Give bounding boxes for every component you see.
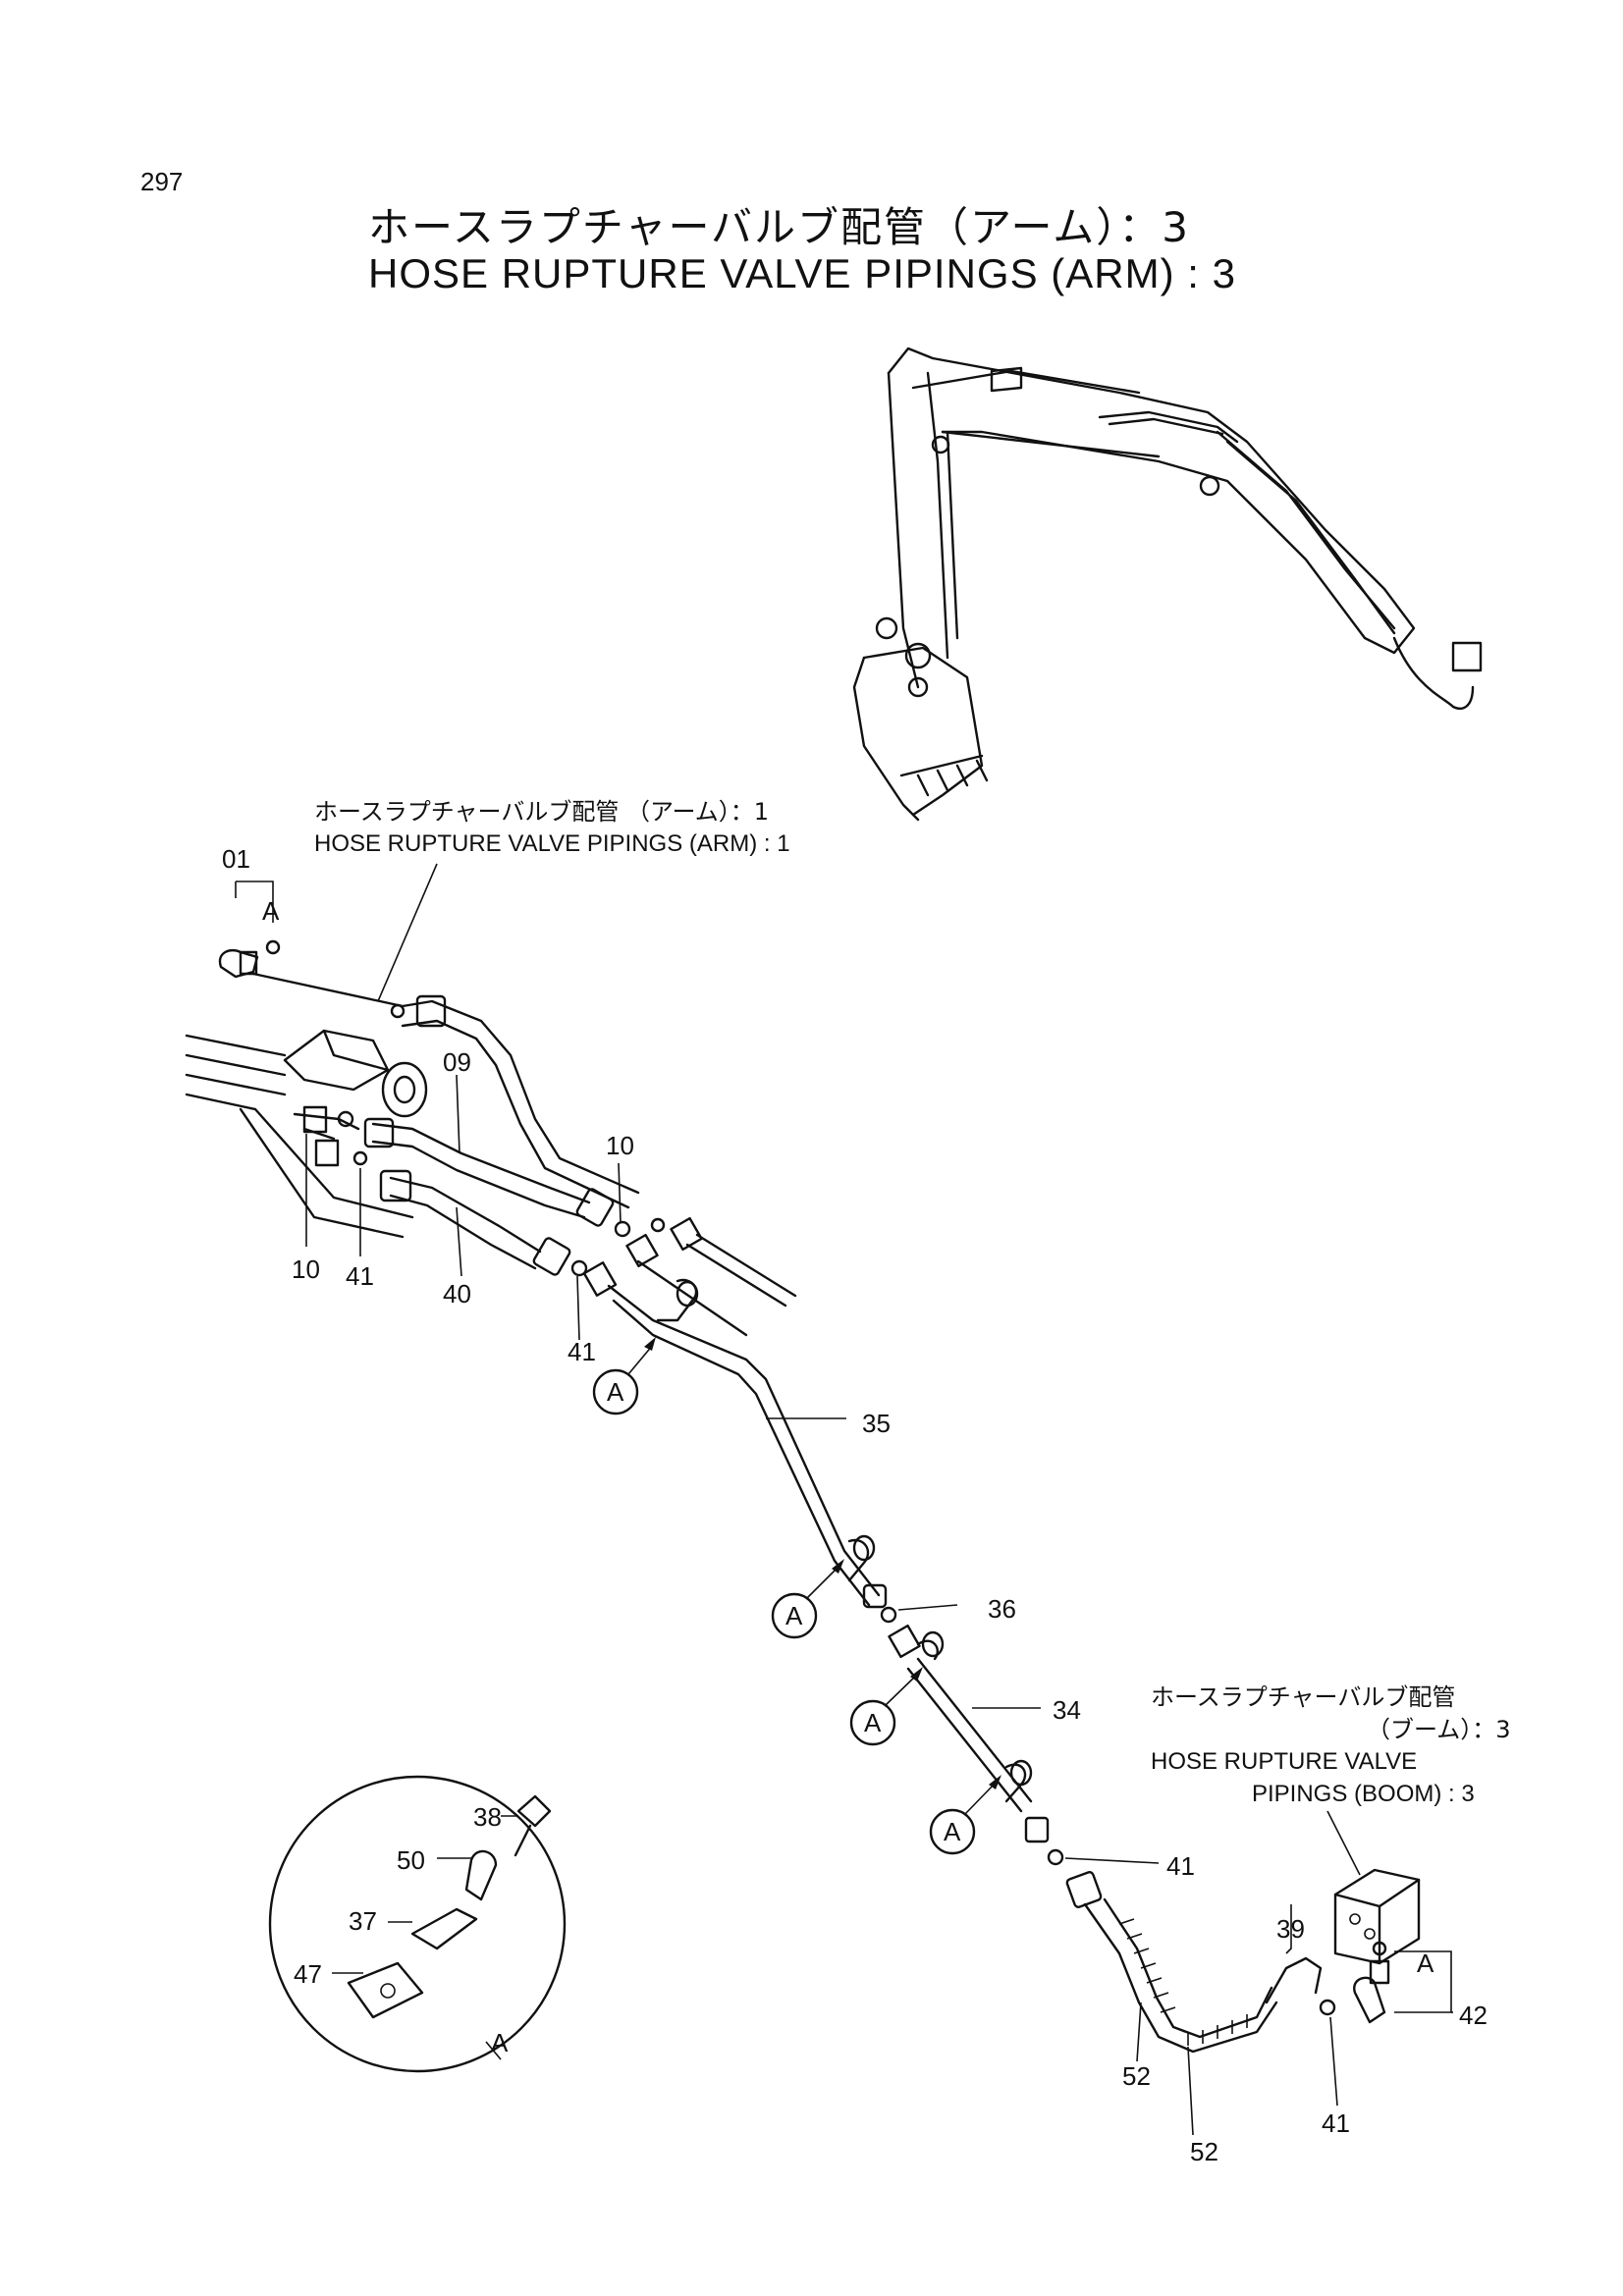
reference-boom3-japanese-line1: ホースラプチャーバルブ配管 — [1151, 1683, 1456, 1711]
part-label: 41 — [1322, 2109, 1350, 2138]
part-label: 37 — [349, 1906, 377, 1936]
excavator-arm-overview — [852, 347, 1483, 822]
reference-arm1-english: HOSE RUPTURE VALVE PIPINGS (ARM) : 1 — [314, 830, 790, 857]
page-number: 297 — [140, 167, 184, 196]
part-label: 01 — [222, 844, 250, 874]
part-label: 38 — [473, 1802, 502, 1832]
reference-boom3-english-line1: HOSE RUPTURE VALVE — [1151, 1748, 1418, 1775]
part-label: 35 — [862, 1409, 891, 1438]
part-label: 34 — [1053, 1695, 1081, 1725]
view-marker-circles — [592, 1337, 1001, 1855]
reference-boom3-english-line2: PIPINGS (BOOM) : 3 — [1252, 1781, 1475, 1807]
page-title-english: HOSE RUPTURE VALVE PIPINGS (ARM) : 3 — [368, 250, 1236, 296]
left-hose-assembly — [185, 881, 797, 1341]
part-label: 52 — [1190, 2137, 1218, 2166]
part-label: 10 — [606, 1131, 634, 1160]
part-label: 42 — [1459, 2001, 1488, 2030]
part-label: 36 — [988, 1594, 1016, 1624]
part-label: 41 — [1166, 1851, 1195, 1881]
part-label: 52 — [1122, 2061, 1151, 2091]
pipe-chain — [607, 1278, 1453, 2136]
page-title-japanese: ホースラプチャーバルブ配管（アーム）：3 — [368, 203, 1191, 251]
part-label: 41 — [568, 1337, 596, 1366]
part-label: 41 — [346, 1261, 374, 1291]
part-label: 50 — [397, 1845, 425, 1875]
reference-boom3-japanese-line2: （ブーム）：3 — [1367, 1716, 1511, 1743]
part-label: 47 — [294, 1959, 322, 1989]
view-letter-a: A — [262, 896, 280, 926]
view-letter-a: A — [1417, 1949, 1434, 1978]
view-marker-a: A — [785, 1601, 803, 1630]
detail-view-a — [268, 1775, 567, 2073]
view-marker-a: A — [944, 1817, 961, 1846]
reference-arm1-japanese: ホースラプチャーバルブ配管 （アーム）：1 — [314, 798, 770, 826]
view-marker-a: A — [607, 1377, 624, 1407]
part-label: 09 — [443, 1047, 471, 1077]
part-label: 40 — [443, 1279, 471, 1308]
view-marker-a: A — [864, 1708, 882, 1737]
part-label: 10 — [292, 1255, 320, 1284]
